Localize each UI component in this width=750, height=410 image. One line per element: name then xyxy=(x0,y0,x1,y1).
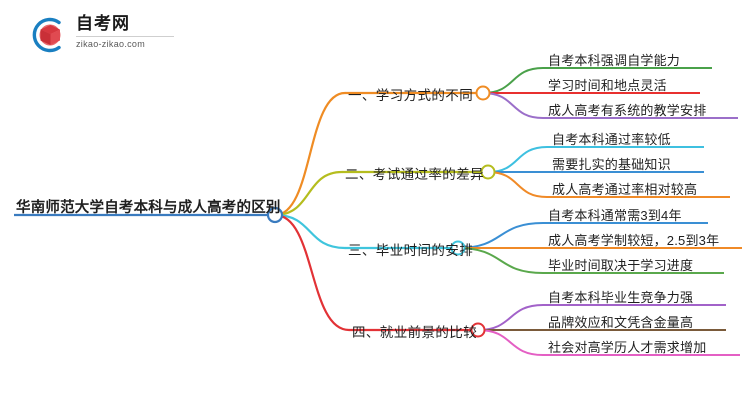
leaf-link-1-1 xyxy=(482,67,544,94)
site-logo[interactable]: 自考网 zikao-zikao.com xyxy=(28,12,178,58)
leaf-label-1-2[interactable]: 学习时间和地点灵活 xyxy=(548,78,667,93)
branch-link-3 xyxy=(273,213,347,250)
logo-divider xyxy=(76,36,174,37)
branch-link-2 xyxy=(273,170,344,217)
leaf-label-4-3[interactable]: 社会对高学历人才需求增加 xyxy=(548,340,707,355)
leaf-label-4-2[interactable]: 品牌效应和文凭含金量高 xyxy=(548,315,694,330)
leaf-label-1-1[interactable]: 自考本科强调自学能力 xyxy=(548,53,681,68)
leaf-link-2-3 xyxy=(487,171,548,198)
branch-label-2[interactable]: 二、考试通过率的差异 xyxy=(345,167,484,182)
leaf-label-3-1[interactable]: 自考本科通常需3到4年 xyxy=(548,208,682,223)
leaf-link-1-3 xyxy=(482,92,544,119)
root-node-label[interactable]: 华南师范大学自考本科与成人高考的区别 xyxy=(16,200,281,216)
leaf-label-3-3[interactable]: 毕业时间取决于学习进度 xyxy=(548,258,694,273)
logo-url: zikao-zikao.com xyxy=(76,39,146,49)
leaf-link-4-1 xyxy=(477,304,544,331)
branch-label-1[interactable]: 一、学习方式的不同 xyxy=(348,88,474,103)
leaf-label-1-3[interactable]: 成人高考有系统的教学安排 xyxy=(548,103,707,118)
branch-label-4[interactable]: 四、就业前景的比较 xyxy=(352,325,478,340)
branch-link-1 xyxy=(273,91,347,217)
branch-node-1[interactable] xyxy=(475,85,491,101)
leaf-label-2-2[interactable]: 需要扎实的基础知识 xyxy=(552,157,671,172)
leaf-link-4-3 xyxy=(477,329,544,356)
leaf-link-2-1 xyxy=(487,146,548,173)
logo-name: 自考网 xyxy=(76,14,130,33)
leaf-label-2-1[interactable]: 自考本科通过率较低 xyxy=(552,132,671,147)
branch-link-4 xyxy=(273,213,351,332)
branch-label-3[interactable]: 三、毕业时间的安排 xyxy=(348,243,474,258)
leaf-label-3-2[interactable]: 成人高考学制较短，2.5到3年 xyxy=(548,233,720,248)
leaf-label-4-1[interactable]: 自考本科毕业生竞争力强 xyxy=(548,290,694,305)
logo-text: 自考网 zikao-zikao.com xyxy=(76,14,174,50)
leaf-label-2-3[interactable]: 成人高考通过率相对较高 xyxy=(552,182,698,197)
graduation-book-icon xyxy=(32,17,61,53)
